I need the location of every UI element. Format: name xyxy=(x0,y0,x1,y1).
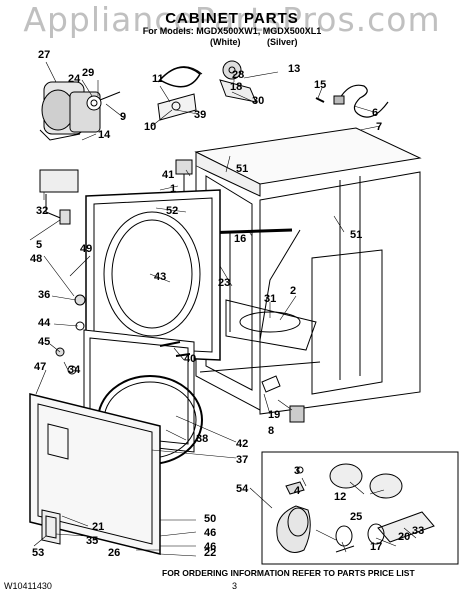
callout-22: 22 xyxy=(204,547,216,559)
screw-drawing xyxy=(159,341,181,347)
leader-lines xyxy=(29,61,417,557)
callout-35: 35 xyxy=(86,535,98,547)
door-drawing xyxy=(29,393,161,555)
callout-20: 20 xyxy=(398,531,410,543)
callout-40: 40 xyxy=(184,353,196,365)
models-line: For Models: MGDX500XW1, MGDX500XL1 xyxy=(142,26,322,36)
callout-12: 12 xyxy=(334,491,346,503)
page-title: CABINET PARTS xyxy=(165,10,299,27)
power-cord-drawing xyxy=(333,84,389,118)
callout-41: 41 xyxy=(162,169,174,181)
callout-33: 33 xyxy=(412,525,424,537)
callout-43: 43 xyxy=(154,271,166,283)
callout-53: 53 xyxy=(32,547,44,559)
callout-3: 3 xyxy=(294,465,300,477)
callout-2: 2 xyxy=(290,285,296,297)
cabinet-top-drawing xyxy=(194,127,422,197)
callout-54: 54 xyxy=(236,483,249,495)
callout-36: 36 xyxy=(38,289,50,301)
variant-white-label: (White) xyxy=(210,37,241,47)
callout-9: 9 xyxy=(120,111,126,123)
callout-23: 23 xyxy=(218,277,230,289)
clip-drawing xyxy=(261,375,281,393)
door-handle-drawing xyxy=(41,509,61,545)
callout-15: 15 xyxy=(314,79,326,91)
callout-49: 49 xyxy=(80,243,92,255)
ordering-note: FOR ORDERING INFORMATION REFER TO PARTS … xyxy=(162,568,415,578)
leveling-leg-drawing xyxy=(289,405,305,423)
callout-4: 4 xyxy=(294,485,301,497)
callout-18: 18 xyxy=(230,81,242,93)
callout-52: 52 xyxy=(166,205,178,217)
callout-47: 47 xyxy=(34,361,46,373)
callout-28: 28 xyxy=(232,69,244,81)
idler-bracket-drawing xyxy=(157,93,197,121)
page-number: 3 xyxy=(232,581,238,591)
callout-48: 48 xyxy=(30,253,42,265)
screw-drawing xyxy=(315,97,325,103)
callout-38: 38 xyxy=(196,433,208,445)
callout-42: 42 xyxy=(236,438,248,450)
callout-34: 34 xyxy=(68,364,81,376)
callout-16: 16 xyxy=(234,233,246,245)
drive-belt-drawing xyxy=(157,66,203,88)
callout-37: 37 xyxy=(236,454,248,466)
callout-26: 26 xyxy=(108,547,120,559)
callout-11: 11 xyxy=(152,73,164,85)
callout-45: 45 xyxy=(38,336,50,348)
callout-1: 1 xyxy=(170,183,176,195)
front-panel-drawing xyxy=(85,189,221,361)
callout-46: 46 xyxy=(204,541,216,553)
callout-50: 50 xyxy=(204,513,216,525)
callout-7: 7 xyxy=(376,121,382,133)
callout-31: 31 xyxy=(264,293,276,305)
callout-51: 51 xyxy=(350,229,362,241)
callout-10: 10 xyxy=(144,121,156,133)
callout-46: 46 xyxy=(204,527,216,539)
motor-assembly-drawing xyxy=(39,81,121,141)
callout-5: 5 xyxy=(36,239,42,251)
callout-51: 51 xyxy=(236,163,248,175)
idler-pulley-drawing xyxy=(219,60,257,103)
clip-drawing xyxy=(74,294,86,306)
callout-39: 39 xyxy=(194,109,206,121)
callout-13: 13 xyxy=(288,63,300,75)
exhaust-kit-inset xyxy=(261,451,459,565)
callout-25: 25 xyxy=(350,511,362,523)
screw-drawing xyxy=(175,353,191,357)
callout-6: 6 xyxy=(372,107,378,119)
document-number: W10411430 xyxy=(4,581,52,591)
callout-24: 24 xyxy=(68,73,81,85)
variant-silver-label: (Silver) xyxy=(267,37,298,47)
callout-8: 8 xyxy=(268,425,274,437)
callout-44: 44 xyxy=(38,317,51,329)
callout-29: 29 xyxy=(82,67,94,79)
callout-21: 21 xyxy=(92,521,104,533)
door-switch-drawing xyxy=(39,169,79,225)
callout-19: 19 xyxy=(268,409,280,421)
callout-17: 17 xyxy=(370,541,382,553)
callout-27: 27 xyxy=(38,49,50,61)
callout-32: 32 xyxy=(36,205,48,217)
harness-drawing xyxy=(175,159,193,192)
callout-14: 14 xyxy=(98,129,111,141)
callout-30: 30 xyxy=(252,95,264,107)
